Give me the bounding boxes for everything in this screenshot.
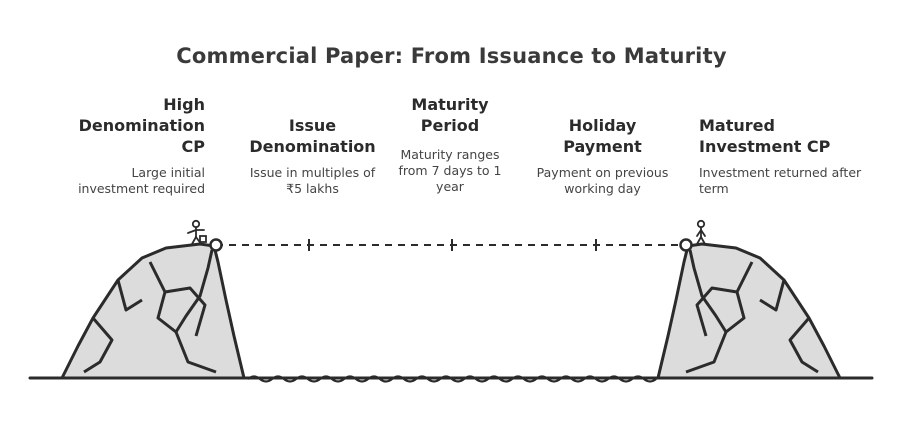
stage-4-label: Holiday Payment [563, 116, 642, 156]
left-anchor-point [209, 238, 223, 252]
right-person-icon [696, 219, 706, 245]
stage-1-label: High Denomination CP [78, 95, 205, 156]
right-cliff [656, 242, 842, 380]
left-cliff [60, 242, 246, 380]
water-waves [247, 375, 657, 383]
stage-5-description: Investment returned after term [699, 165, 862, 196]
stage-3-description: Maturity ranges from 7 days to 1 year [398, 147, 502, 194]
stage-5-label: Matured Investment CP [699, 116, 831, 156]
stage-2-description: Issue in multiples of ₹5 lakhs [249, 165, 376, 196]
stage-4-description: Payment on previous working day [536, 165, 669, 196]
stage-1-description: Large initial investment required [78, 165, 205, 196]
stage-2-label: Issue Denomination [249, 116, 376, 156]
left-person-icon [187, 219, 207, 245]
stage-3-label: Maturity Period [411, 95, 489, 135]
right-anchor-point [679, 238, 693, 252]
diagram-title: Commercial Paper: From Issuance to Matur… [176, 44, 727, 68]
